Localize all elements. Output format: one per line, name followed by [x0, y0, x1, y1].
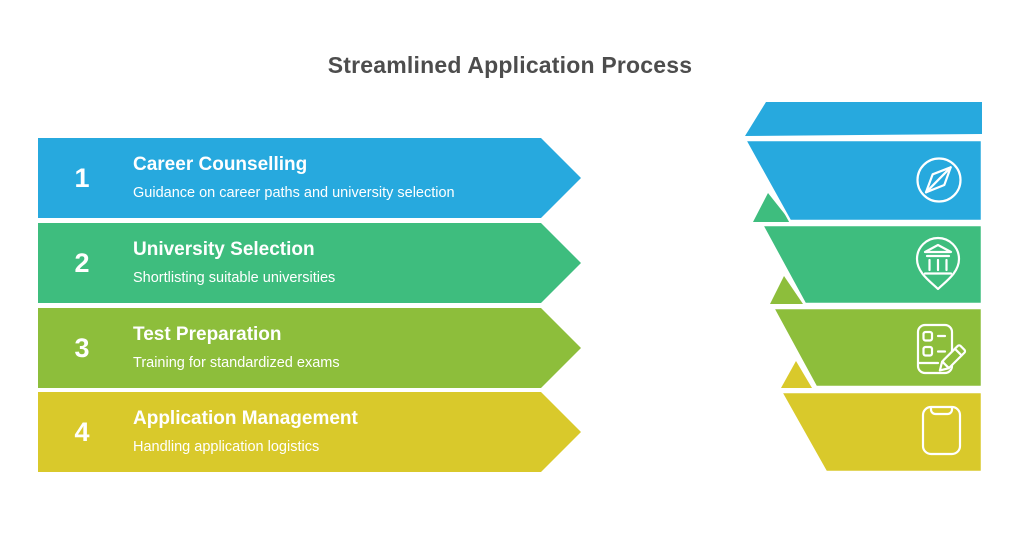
step-number: 2	[74, 247, 90, 278]
ribbon-band-3	[770, 306, 984, 389]
step-number: 3	[74, 332, 90, 363]
compass-icon	[916, 157, 962, 203]
step-description: Shortlisting suitable universities	[133, 270, 336, 287]
step-copy: Test Preparation Training for standardiz…	[133, 324, 340, 372]
step-row-career-counselling: 1 Career Counselling Guidance on career …	[38, 138, 581, 218]
step-copy: Career Counselling Guidance on career pa…	[133, 154, 455, 202]
page-title: Streamlined Application Process	[327, 52, 693, 78]
step-title: University Selection	[133, 239, 315, 261]
university-location-pin-icon	[915, 236, 961, 291]
step-description: Handling application logistics	[133, 439, 320, 456]
ribbon-top-strip	[745, 102, 982, 136]
step-description: Guidance on career paths and university …	[133, 185, 455, 202]
step-row-test-preparation: 3 Test Preparation Training for standard…	[38, 308, 581, 388]
step-row-application-management: 4 Application Management Handling applic…	[38, 392, 581, 472]
step-number: 4	[74, 416, 90, 447]
step-copy: University Selection Shortlisting suitab…	[133, 239, 335, 287]
smartphone-icon	[921, 405, 962, 456]
ribbon-band-1	[742, 138, 984, 223]
pencil-glyph	[938, 344, 967, 372]
step-title: Test Preparation	[133, 324, 282, 346]
ribbon-fold-triangle-3	[770, 276, 803, 304]
step-number: 1	[74, 162, 90, 193]
ribbon-band-4	[778, 390, 984, 474]
checklist-pencil-icon	[916, 323, 967, 375]
ribbon-fold-triangle-4	[781, 361, 812, 388]
step-row-university-selection: 2 University Selection Shortlisting suit…	[38, 223, 581, 303]
ribbon-band-2	[759, 223, 984, 306]
step-title: Career Counselling	[133, 154, 308, 176]
step-description: Training for standardized exams	[133, 355, 340, 372]
step-copy: Application Management Handling applicat…	[133, 408, 358, 456]
ribbon-fold-triangle-2	[753, 193, 791, 222]
step-title: Application Management	[133, 408, 358, 430]
